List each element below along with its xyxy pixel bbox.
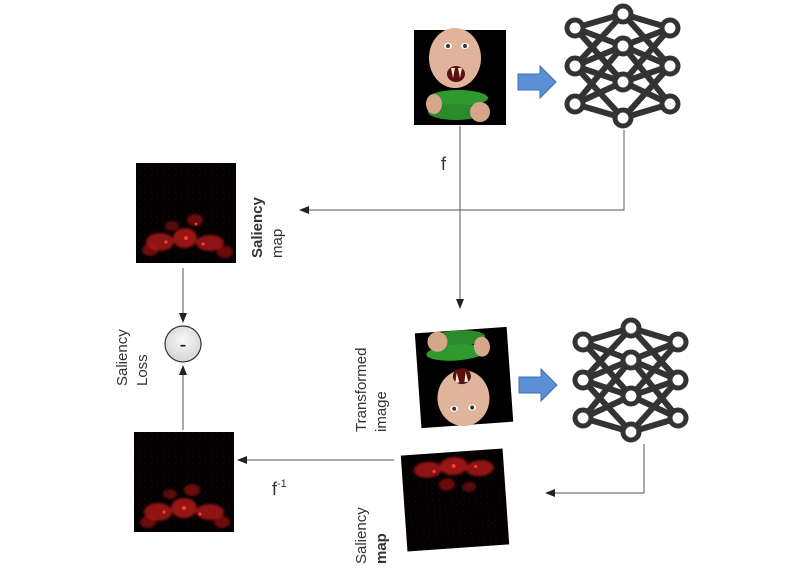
saliency-loss-label-2: Loss (134, 354, 151, 386)
saliency-map-reconstructed (134, 432, 234, 532)
f-inverse-label: f-1 (272, 478, 287, 499)
saliency-map-bottom-transformed (400, 448, 510, 552)
transformed-image-label-2: image (373, 391, 390, 432)
f-label: f (441, 154, 447, 174)
saliency-map-bottom-label-1: Saliency (353, 507, 370, 564)
transformed-image (414, 326, 514, 429)
neural-network-icon (572, 317, 689, 443)
connector-network-to-saliency-bottom (545, 444, 645, 497)
minus-node: - (164, 325, 202, 363)
saliency-map-bottom-label-2: map (373, 533, 390, 564)
minus-sign: - (180, 334, 187, 356)
transformed-image-label-1: Transformed (353, 348, 370, 432)
f-inverse-base: f (272, 479, 278, 499)
saliency-loss-label-1: Saliency (114, 329, 131, 386)
connector-network-to-saliency (299, 130, 625, 214)
neural-network-icon (564, 3, 681, 129)
f-inverse-exponent: -1 (277, 478, 287, 490)
saliency-map-top-label-2: map (269, 229, 286, 258)
saliency-map-top (136, 163, 236, 263)
blue-right-arrow-icon (518, 367, 558, 403)
original-image (414, 28, 506, 125)
blue-right-arrow-icon (517, 64, 557, 100)
saliency-map-top-label-1: Saliency (249, 196, 266, 258)
